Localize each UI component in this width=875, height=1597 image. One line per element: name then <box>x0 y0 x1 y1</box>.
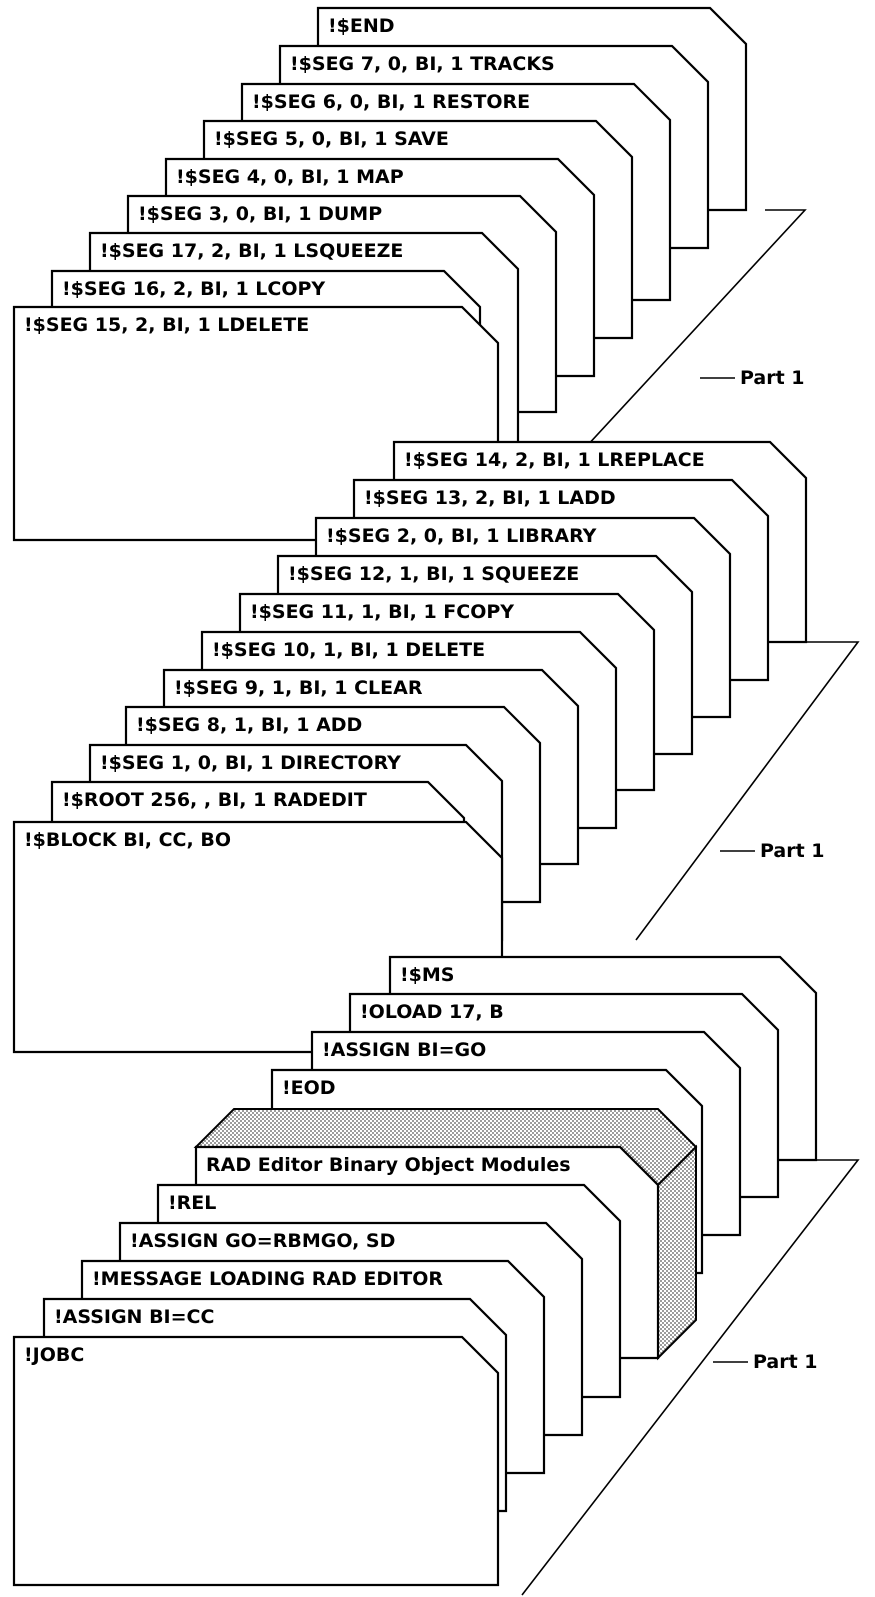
part-label: Part 1 <box>753 1351 818 1373</box>
card-stack: !$END !$SEG 7, 0, BI, 1 TRACKS !$SEG 6, 0,… <box>14 8 816 1585</box>
card-label: !$SEG 4, 0, BI, 1 MAP <box>176 166 404 188</box>
deck-3-card-9: !JOBC <box>14 1337 498 1585</box>
card-label: !ASSIGN BI=CC <box>54 1306 214 1328</box>
card-label: !$SEG 7, 0, BI, 1 TRACKS <box>290 53 555 75</box>
binary-module-side-shading <box>658 1147 696 1358</box>
card-label: !$SEG 14, 2, BI, 1 LREPLACE <box>404 449 705 471</box>
card-label: !$BLOCK BI, CC, BO <box>24 829 231 851</box>
card-label: !$SEG 6, 0, BI, 1 RESTORE <box>252 91 530 113</box>
card-label: !$SEG 5, 0, BI, 1 SAVE <box>214 128 449 150</box>
card-label: !ASSIGN GO=RBMGO, SD <box>130 1230 395 1252</box>
card-label: !$SEG 9, 1, BI, 1 CLEAR <box>174 677 423 699</box>
card-label: !$END <box>328 15 395 37</box>
card-label: !MESSAGE LOADING RAD EDITOR <box>92 1268 443 1290</box>
card-label: !$SEG 17, 2, BI, 1 LSQUEEZE <box>100 240 403 262</box>
card-label: !ASSIGN BI=GO <box>322 1039 486 1061</box>
card-label: RAD Editor Binary Object Modules <box>206 1154 571 1176</box>
part-label: Part 1 <box>740 367 805 389</box>
card-label: !OLOAD 17, B <box>360 1001 504 1023</box>
card-label: !$SEG 3, 0, BI, 1 DUMP <box>138 203 382 225</box>
card-outline <box>14 1337 498 1585</box>
card-label: !JOBC <box>24 1344 84 1366</box>
card-label: !$SEG 13, 2, BI, 1 LADD <box>364 487 616 509</box>
card-label: !$SEG 15, 2, BI, 1 LDELETE <box>24 314 309 336</box>
card-label: !$SEG 11, 1, BI, 1 FCOPY <box>250 601 514 623</box>
card-label: !$MS <box>400 964 454 986</box>
card-label: !$SEG 1, 0, BI, 1 DIRECTORY <box>100 752 401 774</box>
card-label: !$SEG 10, 1, BI, 1 DELETE <box>212 639 485 661</box>
card-label: !$ROOT 256, , BI, 1 RADEDIT <box>62 789 367 811</box>
card-label: !EOD <box>282 1077 336 1099</box>
card-label: !$SEG 12, 1, BI, 1 SQUEEZE <box>288 563 579 585</box>
card-label: !REL <box>168 1192 216 1214</box>
card-label: !$SEG 8, 1, BI, 1 ADD <box>136 714 362 736</box>
card-label: !$SEG 16, 2, BI, 1 LCOPY <box>62 278 325 300</box>
card-label: !$SEG 2, 0, BI, 1 LIBRARY <box>326 525 597 547</box>
part-label: Part 1 <box>760 840 825 862</box>
